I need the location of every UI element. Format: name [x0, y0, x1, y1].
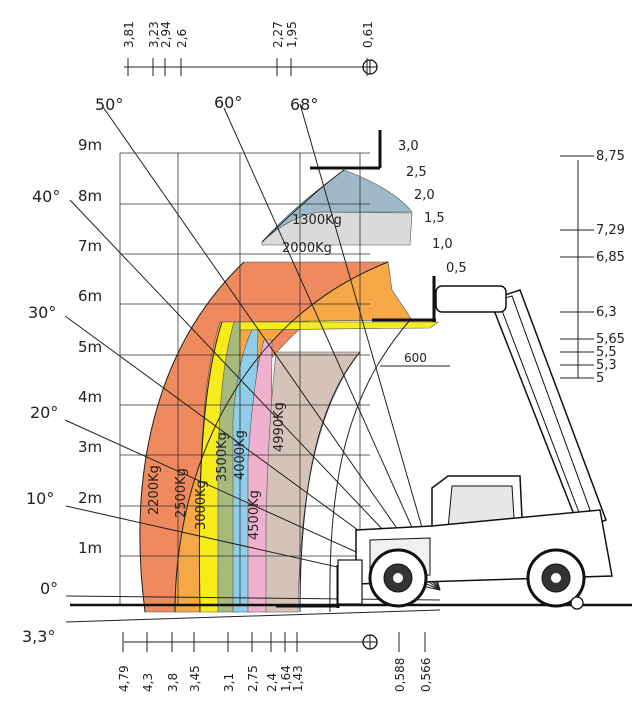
angle-label: 40° — [32, 187, 60, 206]
reach-arcs — [139, 169, 411, 613]
height-label: 7m — [78, 237, 102, 255]
load-label: 3000Kg — [194, 480, 209, 530]
bottom-dimension: 1,43 — [291, 665, 305, 692]
top-dimension: 2,94 — [159, 21, 173, 48]
height-label: 1m — [78, 539, 102, 557]
load-label: 4990Kg — [272, 402, 287, 452]
height-label: 5m — [78, 338, 102, 356]
extension-label: 1,5 — [424, 211, 445, 226]
extension-label: 1,0 — [432, 237, 453, 252]
bottom-dimension: 2,75 — [246, 665, 260, 692]
angle-label: 30° — [28, 303, 56, 322]
angle-label: 3,3° — [22, 627, 55, 646]
angle-label: 60° — [214, 93, 242, 112]
height-label: 6m — [78, 287, 102, 305]
top-dimension: 0,61 — [361, 21, 375, 48]
bottom-dimension: 1,64 — [279, 665, 293, 692]
fork-dimension: 600 — [404, 351, 427, 365]
bottom-dimension: 3,1 — [222, 673, 236, 692]
bottom-dimension: 3,8 — [166, 673, 180, 692]
right-dimension: 5,65 — [596, 332, 625, 347]
right-dimension: 5 — [596, 371, 604, 386]
bottom-dimension: 2,4 — [265, 673, 279, 692]
extension-label: 2,5 — [406, 165, 427, 180]
right-dimension: 8,75 — [596, 149, 625, 164]
right-dimension: 5,5 — [596, 345, 617, 360]
angle-label: 68° — [290, 95, 318, 114]
top-dimension: 3,81 — [122, 21, 136, 48]
bottom-dimension: 0,566 — [419, 658, 433, 692]
angle-label: 20° — [30, 403, 58, 422]
angle-label: 0° — [40, 579, 58, 598]
top-dimension: 1,95 — [285, 21, 299, 48]
extension-label: 0,5 — [446, 261, 467, 276]
bottom-dimension: 4,3 — [141, 673, 155, 692]
extension-label: 2,0 — [414, 188, 435, 203]
load-label: 4000Kg — [233, 430, 248, 480]
right-dimension: 5,3 — [596, 358, 617, 373]
bottom-dimension: 3,45 — [188, 665, 202, 692]
load-label: 2200Kg — [147, 465, 162, 515]
height-label: 9m — [78, 136, 102, 154]
top-dimension: 2,6 — [175, 29, 189, 48]
load-label: 4500Kg — [247, 490, 262, 540]
angle-label: 50° — [95, 95, 123, 114]
bottom-dimension: 4,79 — [117, 665, 131, 692]
load-label: 2500Kg — [174, 468, 189, 518]
load-label: 2000Kg — [282, 241, 332, 256]
right-dimension: 7,29 — [596, 223, 625, 238]
right-dimension: 6,85 — [596, 250, 625, 265]
top-dimension: 2,27 — [271, 21, 285, 48]
load-label: 1300Kg — [292, 213, 342, 228]
bottom-dimension: 0,588 — [393, 658, 407, 692]
telehandler-illustration — [276, 59, 613, 650]
angle-label: 10° — [26, 489, 54, 508]
right-dimension: 6,3 — [596, 305, 617, 320]
height-label: 8m — [78, 187, 102, 205]
height-label: 4m — [78, 388, 102, 406]
top-dimension: 3,23 — [147, 21, 161, 48]
extension-label: 3,0 — [398, 139, 419, 154]
height-label: 2m — [78, 489, 102, 507]
zone-1300 — [261, 169, 413, 243]
height-label: 3m — [78, 438, 102, 456]
load-label: 3500Kg — [215, 432, 230, 482]
